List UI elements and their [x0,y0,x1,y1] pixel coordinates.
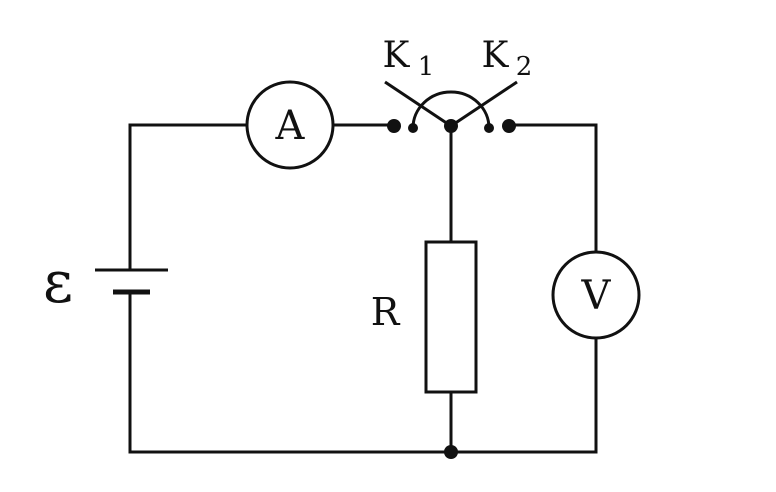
resistor-label: R [371,290,401,334]
emf-label: ε [43,248,73,316]
voltmeter-label: V [581,273,612,319]
switch-k1-label: K [383,35,411,76]
resistor [424,240,478,394]
switch-arc [411,90,491,129]
switch-k2-label: K [482,35,510,76]
switch-k2-subscript: 2 [516,52,533,82]
switch-k1-blade [384,80,452,128]
top-wire-right [507,123,598,254]
switch-k2-blade [450,80,518,128]
switch-k1-terminal-outer [387,119,401,133]
bottom-junction-node [444,445,458,459]
switch-k1-subscript: 1 [418,52,435,82]
ammeter-label: A [275,103,306,149]
